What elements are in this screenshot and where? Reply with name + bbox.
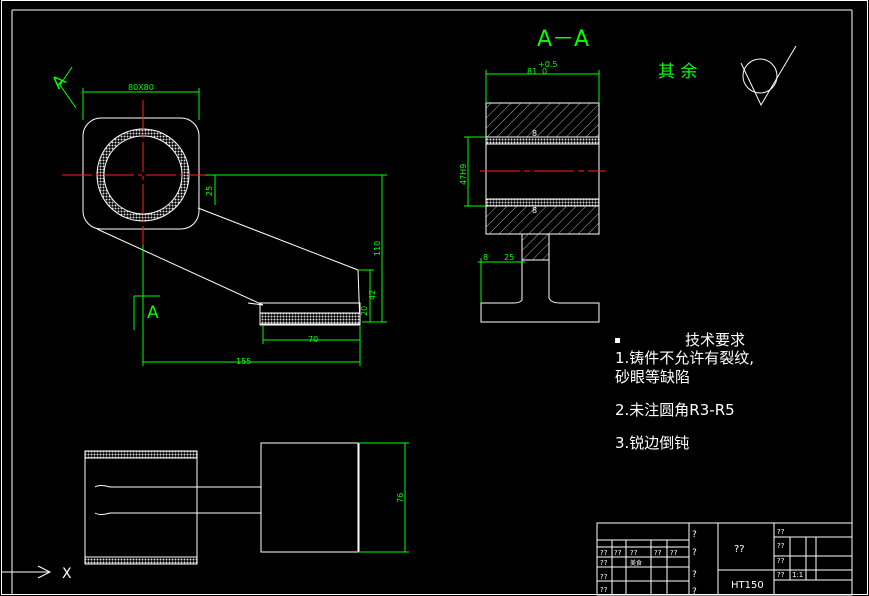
section-hatch-labels: 8 8 [532,129,537,215]
main-view-centerlines [62,100,220,245]
tb-q13: ?? [777,528,785,536]
dim-25: 25 [205,186,214,196]
tb-q8: ?? [600,586,608,594]
tb-material: HT150 [731,580,764,591]
title-block-text: ?? ?? ?? ?? ?? 美食 ?? ?? ?? ? ? ? ? ?? HT… [600,528,803,596]
dim-47h9: 47H9 [459,164,468,185]
dim-155: 155 [236,357,251,366]
tb-q15: ?? [777,557,785,565]
ucs-icon [2,565,52,579]
section-dimensions [464,70,600,303]
tb-q14: ?? [777,542,785,550]
dim-81: 81 [527,67,537,76]
main-view [82,117,361,326]
tb-q1: ?? [600,549,608,557]
main-view-dimensions [59,66,387,366]
dim-80x80: 80X80 [128,83,154,92]
section-title: A－A [537,27,589,52]
tech-item-3: 3.锐边倒钝 [615,434,690,452]
main-view-dim-text: 80X80 25 110 42 20 70 155 [128,83,382,366]
section-dim-text: 81 +0.5 0 47H9 25 8 [459,60,557,262]
tb-q9: ? [692,530,697,540]
tb-q7: ?? [600,573,608,581]
dim-sec-25: 25 [504,253,514,262]
tb-q5: ?? [670,549,678,557]
tb-q10: ? [692,548,697,558]
section-view [480,102,600,323]
tech-title: 技术要求 [685,331,746,349]
dim-76: 76 [396,493,405,503]
dim-110: 110 [373,241,382,256]
tech-item-2: 2.未注圆角R3-R5 [615,401,735,419]
tech-item-1b: 砂眼等缺陷 [615,368,691,386]
dim-tol-upper: +0.5 [538,60,557,69]
bottom-view-dimensions [358,442,409,553]
tb-q11: ? [692,570,697,580]
ucs-x-label: X [62,566,72,582]
dim-70: 70 [308,335,318,344]
view-marker-bottom: A [147,303,159,323]
hatch-8-top: 8 [532,129,537,138]
bottom-view [84,442,360,565]
roughness-text: 其 余 [658,62,697,82]
tb-scale: 1:1 [792,571,803,579]
tb-q2: ?? [614,549,622,557]
tech-item-1: 1.铸件不允许有裂纹, [615,349,755,367]
tb-q3: ?? [630,549,638,557]
tb-q6: ?? [600,559,608,567]
bullet-marker [615,338,620,343]
dim-42: 42 [368,290,377,300]
tb-q12: ? [692,587,697,596]
title-block [596,522,853,596]
hatch-8-bottom: 8 [532,206,537,215]
dim-sec-8a: 8 [483,253,488,262]
tb-part-name: ?? [734,544,745,555]
tb-small-label: 美食 [630,559,642,567]
roughness-symbol [740,45,797,107]
tb-q16: ?? [777,571,785,579]
tb-q4: ?? [654,549,662,557]
dim-20: 20 [360,306,369,316]
dim-tol-lower: 0 [542,67,547,76]
